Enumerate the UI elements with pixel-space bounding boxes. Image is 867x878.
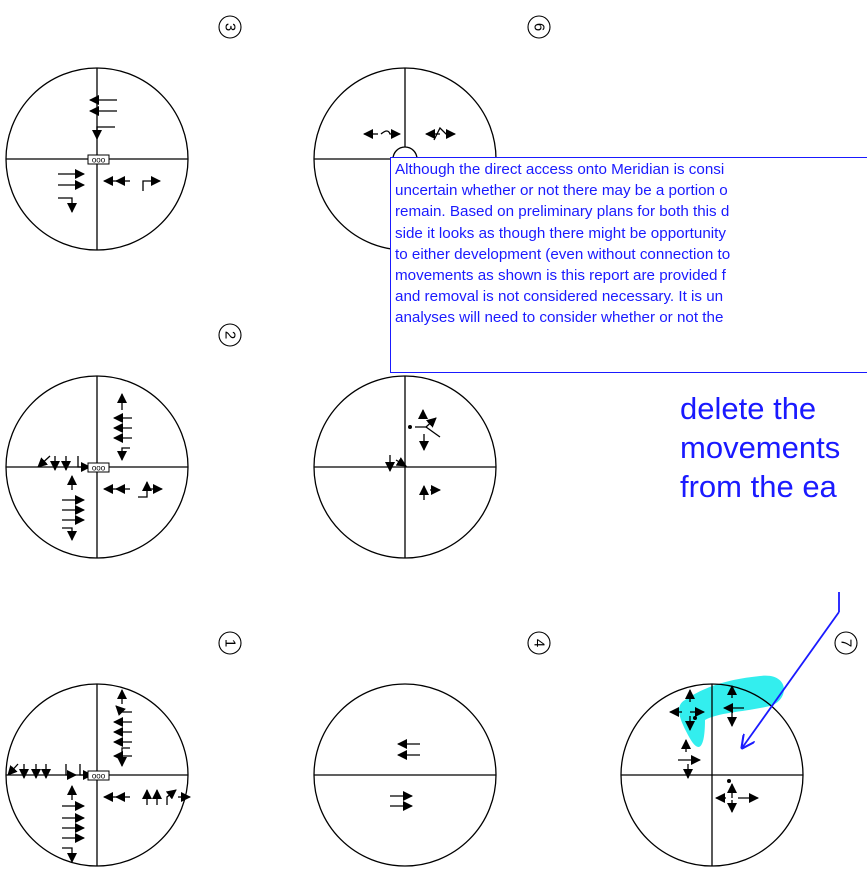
intersection-3: ooo [5, 67, 189, 251]
svg-text:ooo: ooo [92, 464, 106, 473]
signal-icon: ooo [87, 770, 110, 781]
comment-line: Although the direct access onto Meridian… [395, 161, 725, 178]
comment-line: uncertain whether or not there may be a … [395, 182, 728, 200]
intersection-2: ooo [5, 375, 189, 559]
comment-line: movements as shown is this report are pr… [395, 267, 726, 285]
label-6-text: 6 [531, 23, 548, 31]
label-3-text: 3 [222, 23, 239, 31]
comment-line: and removal is not considered necessary.… [395, 288, 724, 306]
intersection-4 [313, 683, 497, 867]
label-7: 7 [834, 631, 858, 655]
markup-line: delete the [680, 391, 817, 426]
comment-line: analyses will need to consider whether o… [395, 309, 724, 327]
svg-text:ooo: ooo [92, 156, 106, 165]
label-2-text: 2 [222, 331, 239, 339]
movement-arrows [363, 126, 456, 141]
label-2: 2 [218, 323, 242, 347]
movement-arrows [385, 409, 441, 500]
svg-text:ooo: ooo [92, 772, 106, 781]
movement-arrows [669, 685, 759, 813]
intersection-7 [620, 675, 804, 867]
markup-pointer [742, 592, 840, 748]
label-4: 4 [527, 631, 551, 655]
review-comment-box[interactable]: Although the direct access onto Meridian… [390, 157, 867, 373]
comment-line: remain. Based on preliminary plans for b… [395, 203, 730, 221]
comment-line: side it looks as though there might be o… [395, 224, 726, 242]
signal-icon: ooo [87, 462, 110, 473]
label-3: 3 [218, 15, 242, 39]
label-7-text: 7 [838, 639, 855, 647]
movement-arrows [37, 393, 163, 541]
label-1: 1 [218, 631, 242, 655]
intersection-5 [313, 375, 497, 559]
markup-line: movements [680, 430, 841, 465]
markup-line: from the ea [680, 469, 837, 504]
movement-arrows [390, 739, 420, 811]
label-1-text: 1 [222, 639, 239, 647]
comment-line: to either development (even without conn… [395, 245, 731, 263]
signal-icon: ooo [87, 154, 110, 165]
label-4-text: 4 [531, 639, 548, 647]
intersection-1: ooo [5, 683, 191, 867]
markup-note[interactable]: delete the movements from the ea [680, 389, 840, 506]
label-6: 6 [527, 15, 551, 39]
movement-arrows [58, 95, 161, 213]
